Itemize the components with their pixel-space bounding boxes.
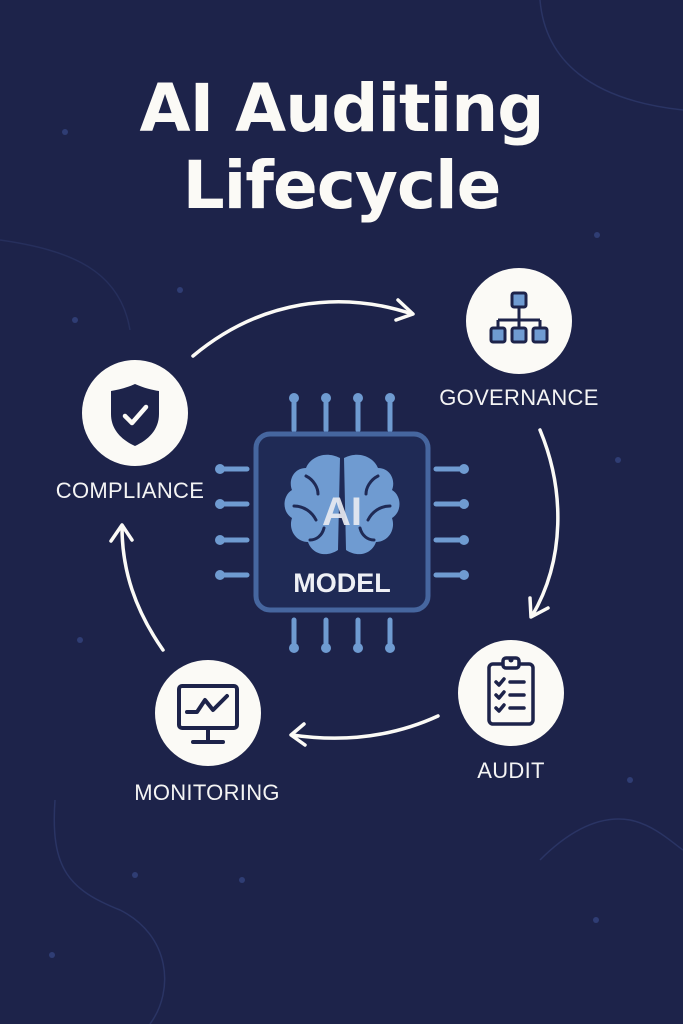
compliance-label: COMPLIANCE [55,478,205,503]
governance-node [466,268,572,374]
page-title-line2: Lifecycle [182,147,502,224]
model-label: MODEL [293,568,391,598]
page-title-line1: AI Auditing [139,70,545,147]
monitoring-node [155,660,261,766]
monitor-chart-icon [177,684,239,744]
ai-model-chip: AI MODEL [214,388,470,660]
governance-label: GOVERNANCE [439,385,599,410]
shield-check-icon [111,384,159,446]
arrow-monitoring-to-compliance [120,525,165,652]
audit-node [458,640,564,746]
audit-label: AUDIT [477,758,545,783]
ai-label: AI [322,490,362,534]
arrow-governance-to-audit [530,428,560,618]
brain-chip-icon [215,393,469,653]
arrow-audit-to-monitoring [290,714,440,740]
clipboard-checklist-icon [487,656,535,726]
compliance-node [82,360,188,466]
monitoring-label: MONITORING [134,780,280,805]
arrow-compliance-to-governance [191,300,414,358]
org-chart-icon [489,291,549,344]
